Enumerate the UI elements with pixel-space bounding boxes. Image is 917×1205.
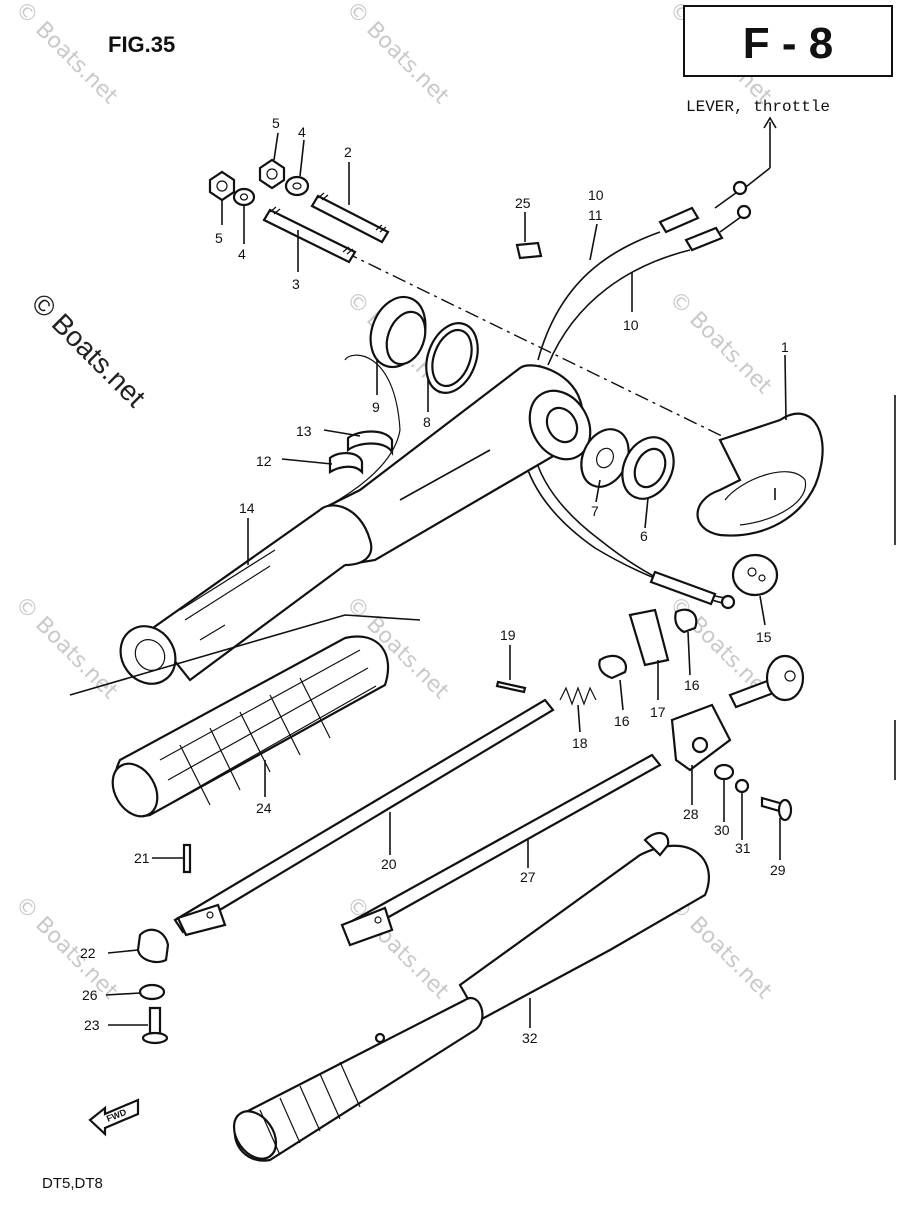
callout-23: 23 (84, 1017, 100, 1033)
page-code: F - 8 (743, 19, 833, 68)
nut-5a (208, 170, 236, 202)
callout-8: 8 (423, 414, 431, 430)
model-label: DT5,DT8 (42, 1175, 103, 1192)
callout-10: 10 (623, 317, 639, 333)
callout-3: 3 (292, 276, 300, 292)
callout-13: 13 (296, 423, 312, 439)
block-25 (515, 241, 543, 260)
callout-29: 29 (770, 862, 786, 878)
rod-20 (173, 698, 555, 937)
nut-5b (258, 158, 286, 190)
bolt-2 (310, 194, 390, 244)
callout-5: 5 (215, 230, 223, 246)
watermark-large: © Boats.net (26, 287, 152, 413)
screw-23-head (141, 1031, 169, 1045)
callout-16: 16 (614, 713, 630, 729)
forward-arrow: FWD (88, 1098, 140, 1137)
bolt-3 (262, 208, 357, 264)
throttle-lever-1 (696, 412, 824, 537)
callout-22: 22 (80, 945, 96, 961)
bracket-17 (628, 608, 670, 667)
page-code-box (683, 5, 893, 77)
callout-21: 21 (134, 850, 150, 866)
washer-30 (713, 763, 735, 781)
watermark: © Boats.net (10, 0, 123, 109)
watermark: © Boats.net (341, 0, 454, 109)
collar-16b (598, 654, 628, 680)
callout-4: 4 (238, 246, 246, 262)
bushing-6 (621, 436, 675, 500)
callout-32: 32 (522, 1030, 538, 1046)
pin-21 (182, 843, 192, 874)
knob-15 (731, 553, 779, 597)
extension-handle-32 (232, 832, 710, 1162)
callout-19: 19 (500, 627, 516, 643)
pin-19 (495, 680, 527, 694)
callout-5: 5 (272, 115, 280, 131)
washer-7 (580, 428, 630, 488)
bushing-9 (369, 295, 427, 369)
collar-22 (136, 928, 170, 964)
callout-2: 2 (344, 144, 352, 160)
rod-27 (340, 753, 662, 947)
washer-4b (284, 175, 310, 197)
callout-9: 9 (372, 399, 380, 415)
callout-31: 31 (735, 840, 751, 856)
axis-centerline (319, 239, 731, 441)
callout-28: 28 (683, 806, 699, 822)
callout-27: 27 (520, 869, 536, 885)
block-28-hole (691, 736, 709, 754)
seal-8 (425, 322, 479, 394)
callout-14: 14 (239, 500, 255, 516)
watermark: © Boats.net (10, 592, 123, 705)
grip-24 (111, 635, 390, 818)
adjuster-knob (728, 654, 805, 709)
callout-25: 25 (515, 195, 531, 211)
callout-20: 20 (381, 856, 397, 872)
callout-11: 11 (588, 207, 603, 223)
lever-arrow-head (763, 116, 777, 129)
leader-lines (105, 132, 787, 1028)
lever-throttle-label: LEVER, throttle (686, 98, 830, 116)
callout-7: 7 (591, 503, 599, 519)
callout-4: 4 (298, 124, 306, 140)
washer-26 (138, 983, 166, 1001)
figure-label: FIG.35 (108, 32, 175, 57)
callouts: 5 4 2 5 4 3 25 10 11 10 9 8 13 12 14 1 7… (80, 115, 789, 1046)
screw-29-head (777, 798, 793, 822)
callout-17: 17 (650, 704, 666, 720)
screw-23 (148, 1006, 162, 1037)
collar-16a (674, 608, 698, 634)
callout-15: 15 (756, 629, 772, 645)
watermark: © Boats.net (10, 892, 123, 1005)
hardware-top-left (208, 158, 390, 264)
callout-6: 6 (640, 528, 648, 544)
callout-26: 26 (82, 987, 98, 1003)
callout-30: 30 (714, 822, 730, 838)
callout-10: 10 (588, 187, 604, 203)
lockwasher-31 (734, 778, 750, 794)
callout-18: 18 (572, 735, 588, 751)
handle-body (119, 354, 592, 685)
watermark: © Boats.net (664, 287, 777, 400)
callout-1: 1 (781, 339, 789, 355)
grip-assembly-line (69, 614, 421, 696)
callout-24: 24 (256, 800, 272, 816)
spring-18 (559, 686, 597, 706)
callout-12: 12 (256, 453, 272, 469)
washer-4a (232, 187, 256, 207)
callout-16: 16 (684, 677, 700, 693)
